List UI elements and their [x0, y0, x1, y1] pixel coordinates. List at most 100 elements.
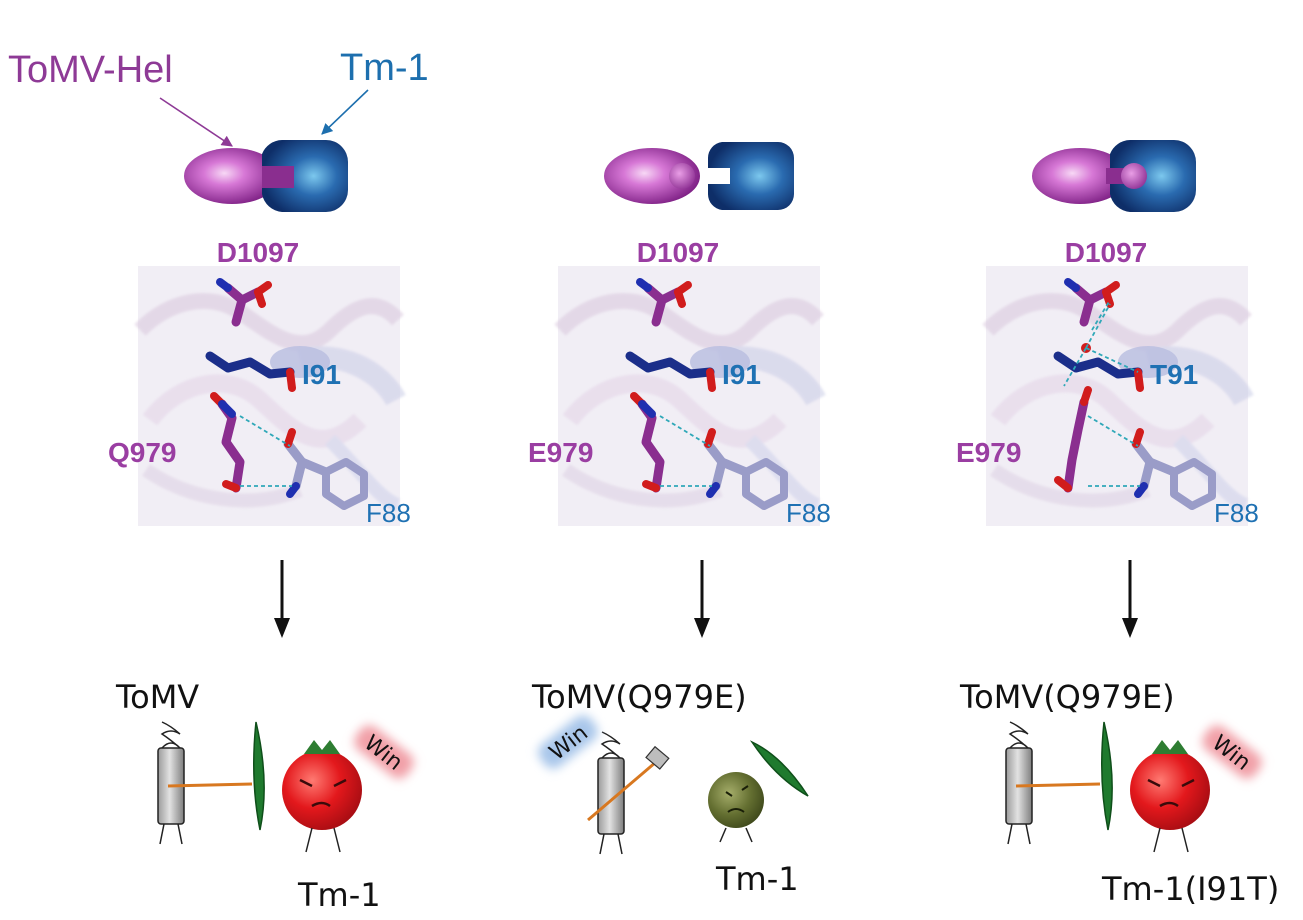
helicase-neck [1106, 168, 1126, 184]
ribbon-helix [562, 374, 787, 448]
host-label: Tm-1 [297, 876, 381, 914]
helicase-knob [669, 163, 695, 189]
ribbon-helix [990, 464, 1151, 508]
interaction-cartoon [1032, 140, 1196, 212]
tomato-leg [1153, 827, 1161, 853]
ribbon-helix [990, 374, 1215, 448]
oxygen-atom [222, 480, 240, 492]
hydrogen-bond [1085, 303, 1111, 349]
outcome-arrow-head [274, 618, 290, 638]
residue-label-bottom: F88 [366, 498, 411, 528]
helicase-knob [1121, 163, 1147, 189]
helicase-plug [262, 166, 294, 188]
stick-f88 [717, 457, 751, 477]
structure-view [134, 266, 406, 526]
outcome-arrow-head [1122, 618, 1138, 638]
tm1-cup [1110, 140, 1196, 212]
oxygen-atom [1054, 476, 1072, 492]
oxygen-atom [674, 288, 686, 308]
virus-leg [177, 823, 183, 845]
nitrogen-atom [706, 482, 720, 498]
residue-label-mid: I91 [302, 359, 341, 390]
ribbon-helix [1173, 435, 1249, 512]
ribbon-helix [982, 293, 1252, 351]
nitrogen-atom [216, 278, 232, 292]
nitrogen-atom [636, 278, 652, 292]
virus-staff [1015, 782, 1101, 788]
phenyl-ring [322, 458, 368, 510]
oxygen-atom [284, 428, 296, 448]
tomato-face [299, 778, 347, 808]
nitrogen-atom [1134, 482, 1148, 498]
oxygen-atom [1102, 288, 1114, 308]
oxygen-atom [1132, 428, 1144, 448]
virus-leg [1007, 823, 1013, 845]
tm1-cup [707, 142, 794, 210]
hydrogen-bond [1085, 347, 1139, 373]
ribbon-helix [142, 464, 303, 508]
oxygen-atom [704, 428, 716, 448]
residue-label-left: E979 [956, 437, 1021, 468]
win-glow [1202, 725, 1262, 779]
ribbon-layer [982, 293, 1254, 512]
hydrogen-bond [239, 415, 291, 447]
nitrogen-atom [286, 482, 300, 498]
helicase-blob [604, 148, 700, 204]
residue-label-mid: I91 [722, 359, 761, 390]
outcome-arrow-head [694, 618, 710, 638]
residue-label-bottom: F88 [1214, 498, 1259, 528]
interaction-cartoon [184, 140, 348, 212]
interaction-cartoon [604, 142, 794, 210]
nitrogen-atom [1064, 278, 1080, 292]
tomato-face [1147, 778, 1195, 808]
tomato-face [725, 785, 749, 813]
win-badge: Win [538, 715, 598, 769]
tomato-leg [305, 827, 313, 853]
phenyl-ring [1170, 458, 1216, 510]
hydrogen-bond [1063, 347, 1087, 387]
stick-mid-residue [625, 351, 715, 379]
helicase-blob [1032, 148, 1128, 204]
tomato-leg [333, 827, 341, 853]
structure-view [982, 266, 1254, 526]
ribbon-helix [134, 293, 404, 351]
virus-leg [599, 833, 605, 855]
oxygen-atom [706, 368, 716, 392]
helicase-blob [184, 148, 280, 204]
leaf-shield [1101, 721, 1113, 831]
residue-label-bottom: F88 [786, 498, 831, 528]
host-label: Tm-1(I91T) [1101, 870, 1279, 908]
virus-hammer [645, 745, 670, 770]
ribbon-helix [562, 464, 723, 508]
stick-f88 [297, 457, 331, 477]
oxygen-atom [254, 288, 266, 308]
host-label: Tm-1 [715, 860, 799, 898]
win-badge: Win [1202, 725, 1262, 779]
tomato-green [708, 772, 764, 828]
hydrogen-bond [1091, 299, 1111, 331]
ribbon-helix [745, 435, 821, 512]
residue-label-left: E979 [528, 437, 593, 468]
tomato-leg [719, 827, 727, 843]
virus-label: ToMV(Q979E) [959, 678, 1175, 716]
stick-mid-residue [205, 351, 295, 379]
residue-label-mid: T91 [1150, 359, 1198, 390]
virus-label: ToMV(Q979E) [531, 678, 747, 716]
virus-staff [167, 782, 253, 788]
leaf-shield-knocked [749, 740, 809, 797]
virus-rod [597, 757, 625, 835]
legend-helicase-pointer [159, 97, 233, 147]
tomato-leg [745, 827, 753, 843]
stick-f88 [1145, 457, 1179, 477]
nitrogen-atom [638, 400, 656, 418]
hydrogen-bond [659, 415, 711, 447]
virus-leg [617, 833, 623, 855]
oxygen-atom [286, 368, 296, 392]
